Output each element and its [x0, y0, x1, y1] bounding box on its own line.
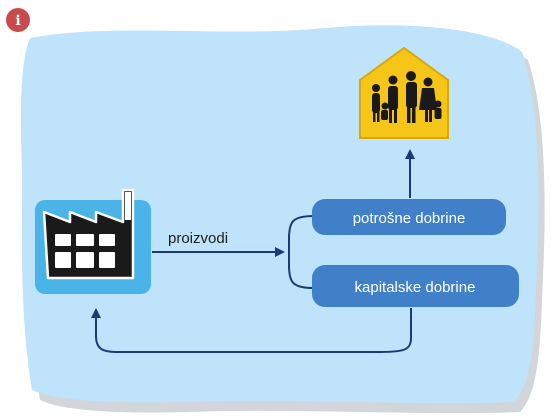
production-arrow-label: proizvodi: [168, 230, 228, 247]
info-badge-letter: i: [15, 13, 20, 29]
capital-goods-node: kapitalske dobrine: [312, 265, 519, 307]
info-badge-circle: [6, 8, 30, 32]
capital-goods-label: kapitalske dobrine: [355, 279, 476, 296]
family-house-icon: [359, 46, 449, 139]
goods-bracket: [288, 215, 315, 289]
consumer-goods-node: potrošne dobrine: [312, 199, 506, 235]
info-badge: i: [6, 8, 30, 32]
consumer-goods-label: potrošne dobrine: [353, 210, 466, 227]
factory-icon: [35, 188, 151, 294]
investment-return-arrow: [91, 308, 412, 353]
